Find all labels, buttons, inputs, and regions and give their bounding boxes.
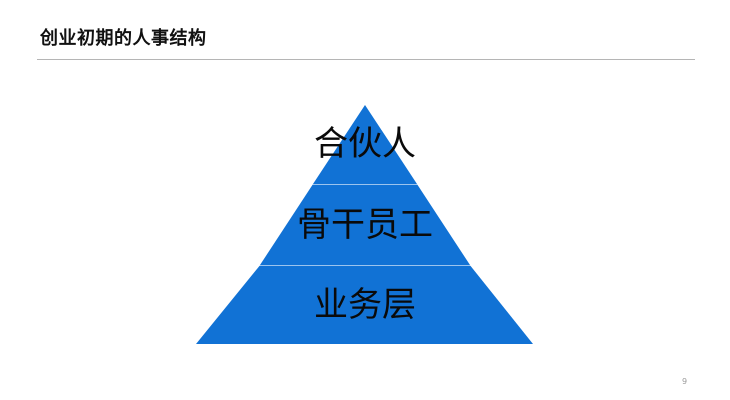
pyramid-tier-middle [260, 185, 470, 265]
slide-title: 创业初期的人事结构 [40, 28, 207, 49]
tier-label-core-staff: 骨干员工 [297, 205, 433, 245]
title-divider [37, 59, 695, 60]
pyramid-tier-bottom [196, 266, 533, 344]
tier-label-partners: 合伙人 [314, 124, 416, 164]
tier-label-business-layer: 业务层 [314, 285, 416, 325]
page-number: 9 [682, 377, 688, 386]
pyramid-tier-top [313, 105, 417, 184]
